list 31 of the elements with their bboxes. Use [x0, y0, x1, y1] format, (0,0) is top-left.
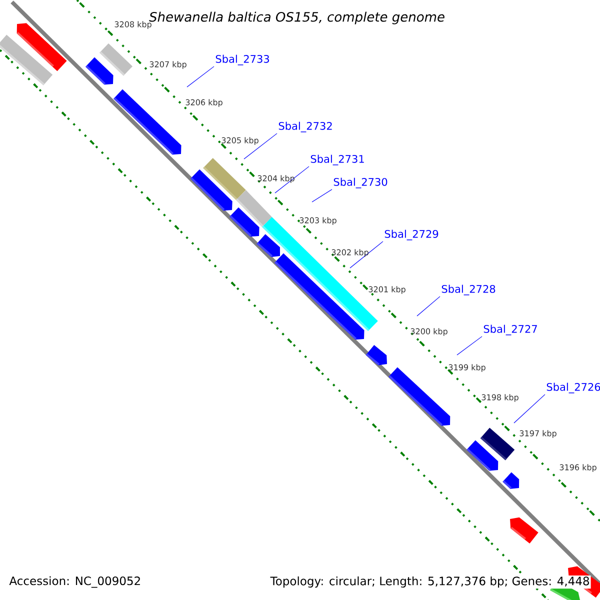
leader-line — [312, 189, 332, 202]
gene-label: Sbal_2730 — [334, 178, 388, 188]
leader-line — [514, 394, 546, 424]
tick-label: 3208 kbp — [114, 21, 152, 29]
tick-label: 3203 kbp — [300, 217, 336, 225]
leader-line — [274, 166, 310, 194]
leader-line — [244, 133, 278, 160]
leader-line — [416, 296, 440, 316]
leader-line — [456, 336, 482, 356]
gene-label: Sbal_2728 — [442, 284, 496, 296]
tick-label: 3207 kbp — [150, 61, 186, 69]
tick-label: 3196 kbp — [560, 464, 596, 472]
leader-line — [350, 241, 384, 268]
leader-line — [186, 66, 214, 88]
tick-label: 3201 kbp — [368, 286, 406, 294]
tick-label: 3198 kbp — [482, 394, 518, 402]
tick-label: 3206 kbp — [186, 99, 222, 107]
tick-label: 3200 kbp — [410, 328, 448, 336]
gene-label: Sbal_2729 — [384, 230, 438, 240]
tick-label: 3204 kbp — [258, 175, 294, 183]
genome-info-text: Topology: circular; Length: 5,127,376 bp; Genes: 4,448 — [269, 575, 591, 589]
gene-label: Sbal_2733 — [216, 54, 269, 66]
tick-label: 3199 kbp — [448, 364, 486, 372]
gene-label: Sbal_2727 — [484, 324, 537, 336]
tick-label: 3202 kbp — [332, 249, 368, 257]
tick-label: 3205 kbp — [222, 137, 258, 145]
gene-label: Sbal_2732 — [278, 122, 332, 132]
accession-text: Accession: NC_009052 — [9, 576, 140, 588]
gene-label: Sbal_2731 — [310, 154, 364, 166]
gene-label: Sbal_2726 — [546, 382, 600, 394]
tick-label: 3197 kbp — [520, 430, 556, 438]
